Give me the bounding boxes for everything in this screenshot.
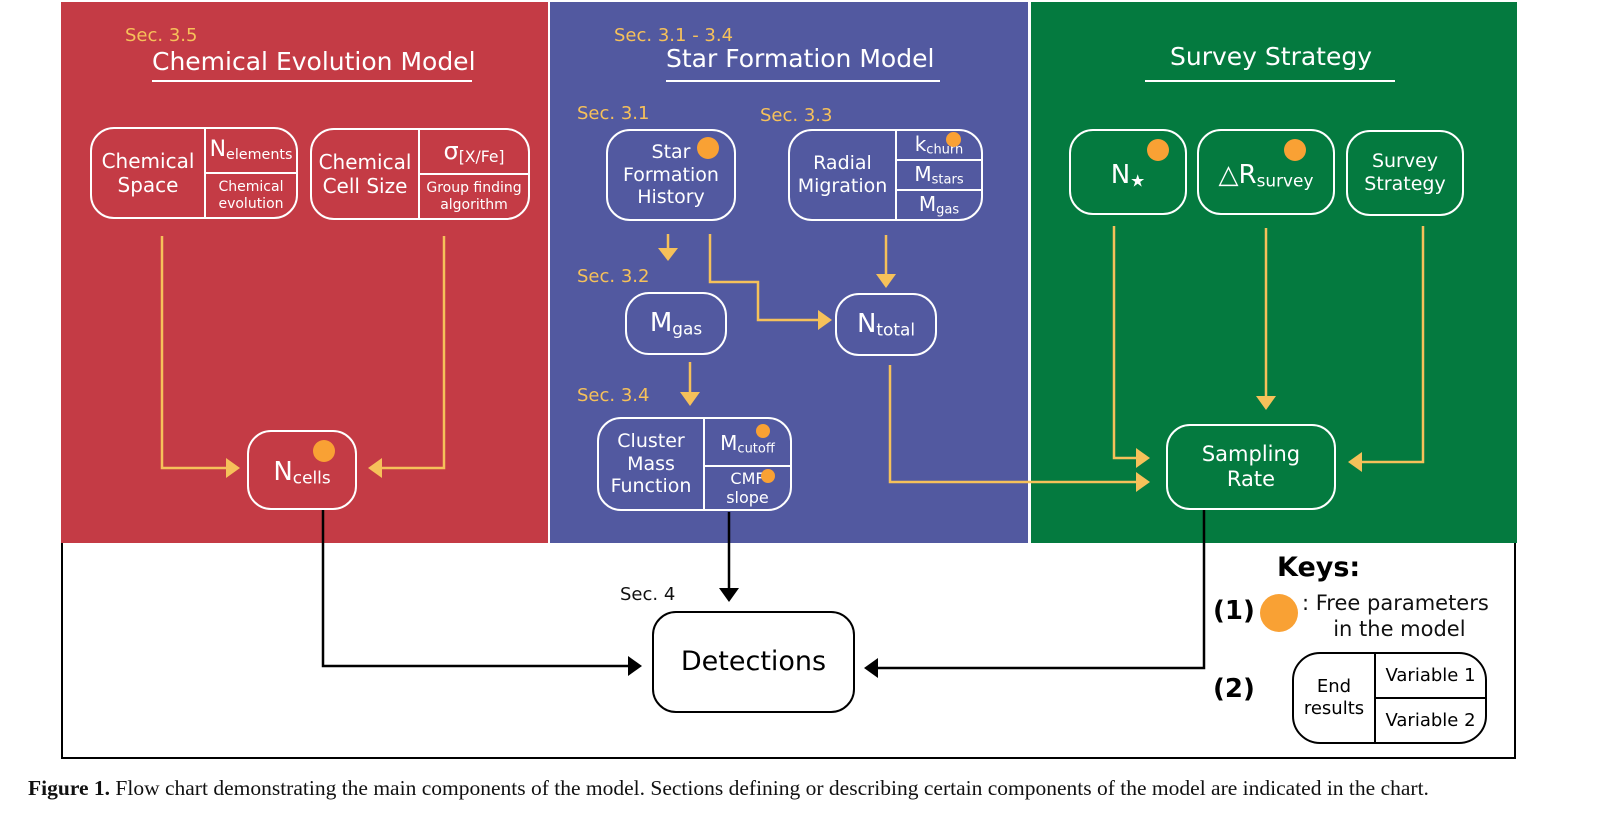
free-parameter-key-dot [1260,594,1298,632]
section-label-radial: Sec. 3.3 [760,105,833,126]
radial-migration-box[interactable]: Radial Migration kchurn Mstars Mgas [788,129,983,221]
mgas-var: Mgas [649,307,703,339]
detections-label: Detections [680,645,827,677]
chemical-cell-size-box[interactable]: Chemical Cell Size σ[X/Fe] Group finding… [310,128,530,220]
end-results-label-1: End [1316,676,1352,698]
sfh-label-1: Star [651,140,691,163]
title-underline [152,80,472,82]
key-2-number: (2) [1213,674,1255,704]
section-label-cmf: Sec. 3.4 [577,385,650,406]
free-parameter-dot [761,469,775,483]
caption-label: Figure 1. [28,776,111,800]
delta-r-survey-var: △Rsurvey [1218,160,1314,191]
end-results-key-box: End results Variable 1 Variable 2 [1292,652,1487,744]
chemical-panel-title: Chemical Evolution Model [152,47,476,76]
key-1-text: : Free parameters in the model [1302,591,1489,642]
star-panel-title: Star Formation Model [666,44,935,73]
survey-strategy-label-1: Survey [1371,150,1439,173]
section-label-chemical: Sec. 3.5 [125,25,198,46]
ntotal-box[interactable]: Ntotal [835,293,937,356]
delta-r-survey-box[interactable]: △Rsurvey [1197,129,1335,215]
survey-strategy-box[interactable]: Survey Strategy [1346,130,1464,216]
free-parameter-dot [946,132,961,147]
cmf-label-2: Mass [627,452,675,475]
free-parameter-dot [313,440,335,462]
n-elements-var: Nelements [209,136,293,163]
sigma-xfe-var: σ[X/Fe] [443,136,505,166]
section-label-detections: Sec. 4 [620,584,676,605]
chemical-evolution-panel [61,2,548,543]
cell-size-label-1: Chemical [318,150,412,174]
detections-box[interactable]: Detections [652,611,855,713]
chemical-space-label-2: Space [117,173,179,197]
cmf-slope-label-2: slope [726,488,769,507]
n-star-box[interactable]: N★ [1069,129,1187,215]
cluster-mass-function-box[interactable]: Cluster Mass Function Mcutoff CMF slope [597,417,792,511]
cmf-slope-label-1: CMF [730,468,765,488]
free-parameter-dot [1147,139,1169,161]
group-finding-label-1: Group finding [426,179,522,196]
sfh-label-2: Formation [623,163,719,186]
section-label-mgas: Sec. 3.2 [577,266,650,287]
sampling-rate-label-2: Rate [1226,467,1276,491]
keys-title: Keys: [1277,552,1361,583]
n-star-var: N★ [1110,160,1146,191]
title-underline [666,80,940,82]
radial-label-1: Radial [813,152,872,175]
ncells-box[interactable]: Ncells [247,430,357,510]
end-results-label-2: results [1303,698,1365,719]
sampling-rate-box[interactable]: Sampling Rate [1166,424,1336,510]
m-stars-var: Mstars [914,161,964,188]
chemical-evolution-label-1: Chemical [218,178,284,195]
group-finding-label-2: algorithm [440,196,508,213]
ncells-var: Ncells [273,457,331,488]
free-parameter-dot [756,424,770,438]
cell-size-label-2: Cell Size [322,174,408,198]
sfh-label-3: History [637,186,705,209]
title-underline [1145,80,1395,82]
chemical-evolution-label-2: evolution [218,195,284,212]
chemical-space-box[interactable]: Chemical Space Nelements Chemical evolut… [90,127,298,219]
caption-text: Flow chart demonstrating the main compon… [110,776,1429,800]
radial-label-2: Migration [797,175,888,197]
survey-strategy-label-2: Strategy [1364,173,1446,195]
mgas-box[interactable]: Mgas [625,292,727,355]
ntotal-var: Ntotal [856,308,916,340]
star-formation-history-box[interactable]: Star Formation History [606,129,736,221]
cmf-label-1: Cluster [617,429,685,452]
cmf-label-3: Function [610,475,692,498]
m-gas-var: Mgas [918,191,960,218]
section-label-sfh: Sec. 3.1 [577,103,650,124]
survey-panel-title: Survey Strategy [1170,42,1373,71]
variable-1-label: Variable 1 [1385,664,1476,686]
free-parameter-dot [697,137,719,159]
figure-caption: Figure 1. Flow chart demonstrating the m… [28,776,1429,801]
section-label-star: Sec. 3.1 - 3.4 [614,25,734,46]
sampling-rate-label-1: Sampling [1201,441,1301,466]
figure-outline [61,543,1516,759]
free-parameter-dot [1284,139,1306,161]
variable-2-label: Variable 2 [1385,709,1476,731]
m-cutoff-var: Mcutoff [720,430,775,457]
chemical-space-label-1: Chemical [101,149,195,173]
key-1-number: (1) [1213,596,1255,626]
